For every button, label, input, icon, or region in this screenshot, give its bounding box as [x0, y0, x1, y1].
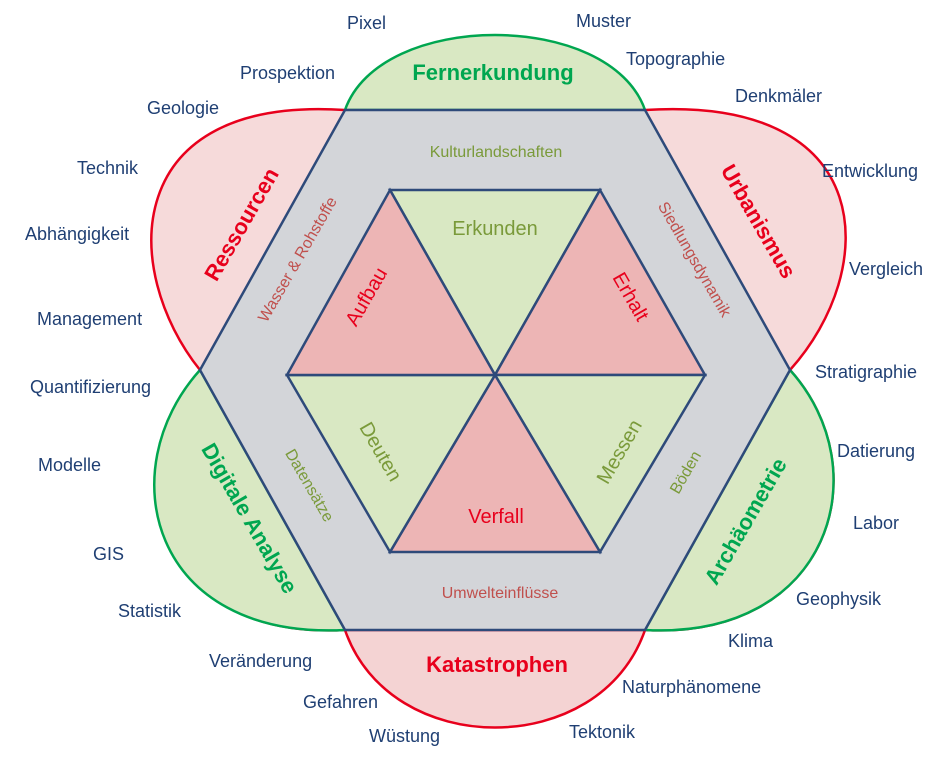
keyword: Quantifizierung — [30, 377, 151, 397]
ring-label-bottom: Umwelteinflüsse — [442, 585, 559, 602]
keyword: Denkmäler — [735, 86, 822, 106]
keyword: Prospektion — [240, 63, 335, 83]
keyword: Management — [37, 309, 142, 329]
petal-top — [343, 33, 647, 112]
keyword: Gefahren — [303, 692, 378, 712]
petal-lower-left — [153, 367, 348, 632]
keyword: GIS — [93, 544, 124, 564]
keyword: Statistik — [118, 601, 182, 621]
inner-triangles — [284, 187, 708, 555]
keyword: Vergleich — [849, 259, 923, 279]
triangle-label-bottom: Verfall — [468, 506, 524, 528]
keyword: Muster — [576, 11, 631, 31]
ring-label-top: Kulturlandschaften — [430, 144, 563, 161]
keyword: Modelle — [38, 455, 101, 475]
keyword: Datierung — [837, 441, 915, 461]
keyword: Entwicklung — [822, 161, 918, 181]
keyword: Topographie — [626, 49, 725, 69]
triangle-label-top: Erkunden — [452, 218, 538, 240]
keyword: Klima — [728, 631, 774, 651]
petal-label-bottom: Katastrophen — [426, 652, 568, 677]
triangle-upper-left — [284, 187, 498, 377]
petal-lower-right — [642, 367, 835, 632]
keyword: Tektonik — [569, 722, 636, 742]
petal-label-top: Fernerkundung — [412, 60, 573, 85]
keyword: Naturphänomene — [622, 677, 761, 697]
keyword-list: Pixel Muster Prospektion Topographie Geo… — [25, 11, 923, 746]
keyword: Stratigraphie — [815, 362, 917, 382]
keyword: Technik — [77, 158, 139, 178]
petal-bottom — [343, 628, 647, 729]
keyword: Veränderung — [209, 651, 312, 671]
keyword: Geologie — [147, 98, 219, 118]
keyword: Abhängigkeit — [25, 224, 129, 244]
keyword: Wüstung — [369, 726, 440, 746]
keyword: Geophysik — [796, 589, 882, 609]
keyword: Labor — [853, 513, 899, 533]
keyword: Pixel — [347, 13, 386, 33]
